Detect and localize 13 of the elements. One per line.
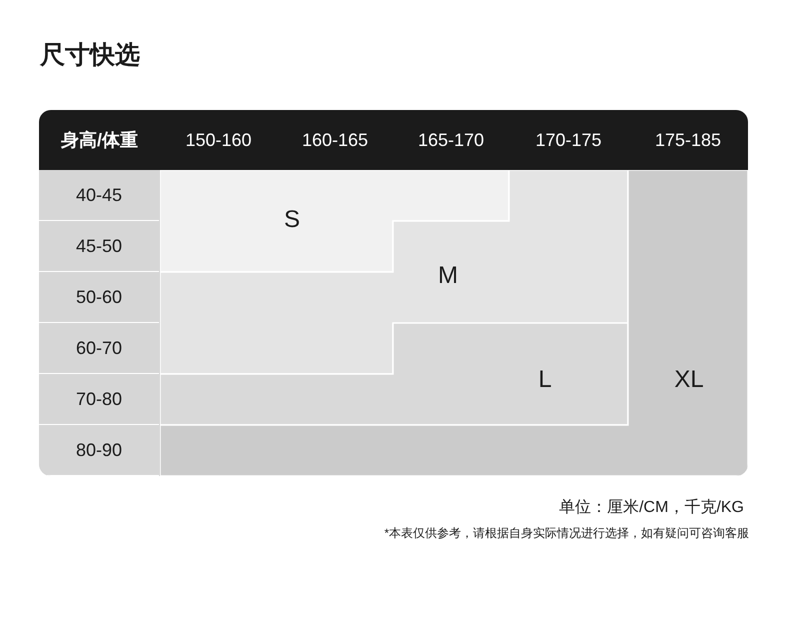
size-label: XL [674, 366, 704, 394]
size-label: L [538, 366, 552, 394]
header-cell-text: 170-175 [534, 128, 603, 152]
header-cell-text: 150-160 [184, 128, 253, 152]
unit-note: 单位：厘米/CM，千克/KG [559, 498, 744, 518]
header-cell-text: 165-170 [416, 128, 486, 152]
size-label: S [284, 206, 300, 234]
size-label: M [438, 262, 458, 290]
header-cell-text: 身高/体重 [60, 128, 139, 152]
header-cell-text: 175-185 [654, 128, 722, 152]
header-cell-text: 160-165 [300, 128, 370, 152]
disclaimer-note: *本表仅供参考，请根据自身实际情况进行选择，如有疑问可咨询客服 [384, 525, 749, 542]
title: 尺寸快选 [40, 40, 140, 71]
